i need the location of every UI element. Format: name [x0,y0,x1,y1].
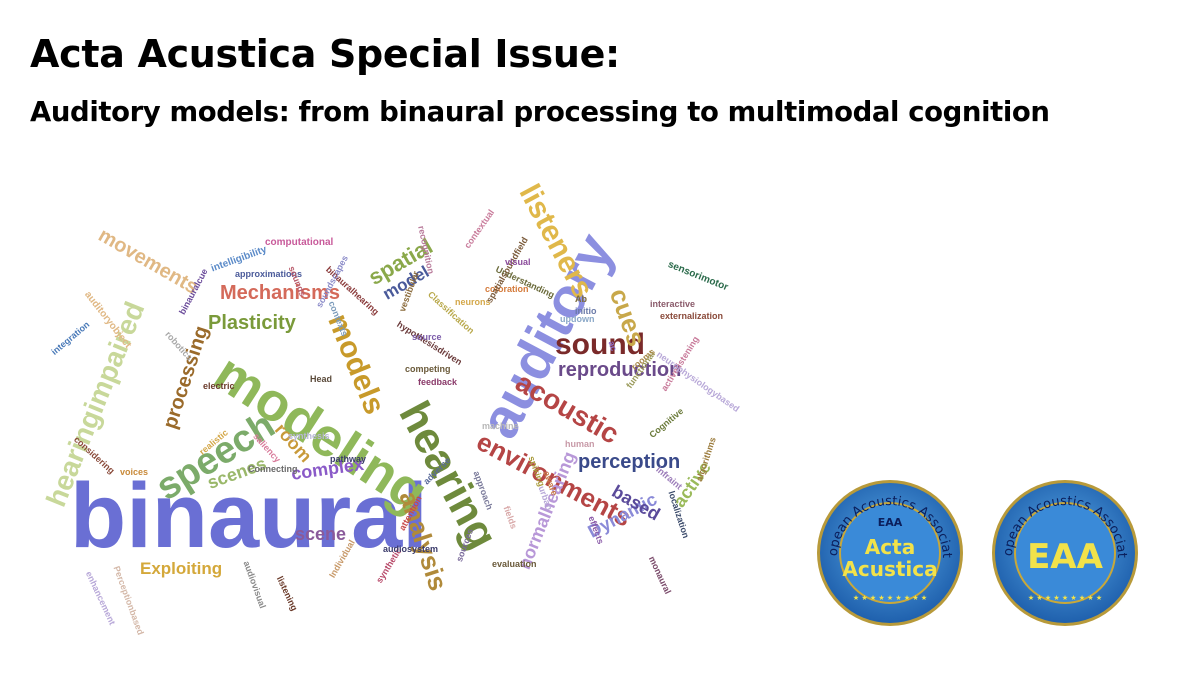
word-cloud-word: sound [555,328,645,361]
acta-line1: Acta [865,535,915,559]
word-cloud-word: fields [501,504,519,531]
eaa-stars: ★ ★ ★ ★ ★ ★ ★ ★ ★ [1028,594,1102,602]
word-cloud-word: contextual [462,207,497,251]
word-cloud-word: audiosystem [383,544,439,554]
word-cloud-word: Head [310,374,333,384]
acta-line2: Acustica [842,557,937,581]
word-cloud-word: sensorimotor [666,259,730,294]
acta-abbr: EAA [878,516,903,529]
word-cloud-word: neurons [455,297,491,307]
word-cloud-word: externalization [660,311,724,321]
word-cloud-word: binaural [70,465,428,567]
word-cloud-word: initio [575,306,597,316]
eaa-logo: European Acoustics Association EAA ★ ★ ★… [990,478,1138,626]
word-cloud-word: Cognitive [647,405,686,440]
word-cloud-word: electric [203,381,235,391]
word-cloud-word: machine [482,421,519,431]
word-cloud-word: feedback [418,377,458,387]
word-cloud-word: Plasticity [208,312,296,334]
acta-stars: ★ ★ ★ ★ ★ ★ ★ ★ ★ [853,594,927,602]
word-cloud-word: enhancement [83,569,118,627]
word-cloud-word: approximations [235,269,303,279]
word-cloud-word: updown [560,314,595,324]
word-cloud-word: audiovisual [241,559,268,610]
word-cloud-word: voices [120,467,149,477]
word-cloud-word: competing [405,364,451,374]
word-cloud-word: evaluation [492,559,537,569]
word-cloud-word: perception [578,451,681,473]
eaa-abbr: EAA [1027,537,1104,577]
word-cloud-word: scene [295,524,347,544]
word-cloud-word: visual [505,257,531,267]
word-cloud-word: interactive [650,299,696,309]
word-cloud-word: hypothesisdriven [395,319,464,368]
page-title: Acta Acustica Special Issue: [30,32,620,76]
word-cloud-word: models [321,309,392,419]
word-cloud-word: Connecting [248,464,298,474]
word-cloud-word: source [412,332,442,342]
page-subtitle: Auditory models: from binaural processin… [30,96,1050,128]
word-cloud-word: human [565,439,595,449]
word-cloud-word: pathway [330,454,367,464]
word-cloud-word: computational [265,237,334,248]
acta-acustica-logo: European Acoustics Association EAA Acta … [815,478,963,626]
word-cloud-word: listening [274,574,300,613]
word-cloud-word: Mechanisms [220,282,341,304]
word-cloud-word: Ab [575,294,587,304]
word-cloud-word: monaural [646,554,674,596]
word-cloud-word: Exploiting [140,559,223,578]
word-cloud-word: synthesis [288,431,330,441]
word-cloud-word: coloration [485,284,529,294]
word-cloud-word: integration [49,319,92,357]
word-cloud-word: movements [94,224,202,299]
word-cloud-word: spatialsoundfield [484,235,530,305]
word-cloud-word: reproduction [558,359,682,381]
